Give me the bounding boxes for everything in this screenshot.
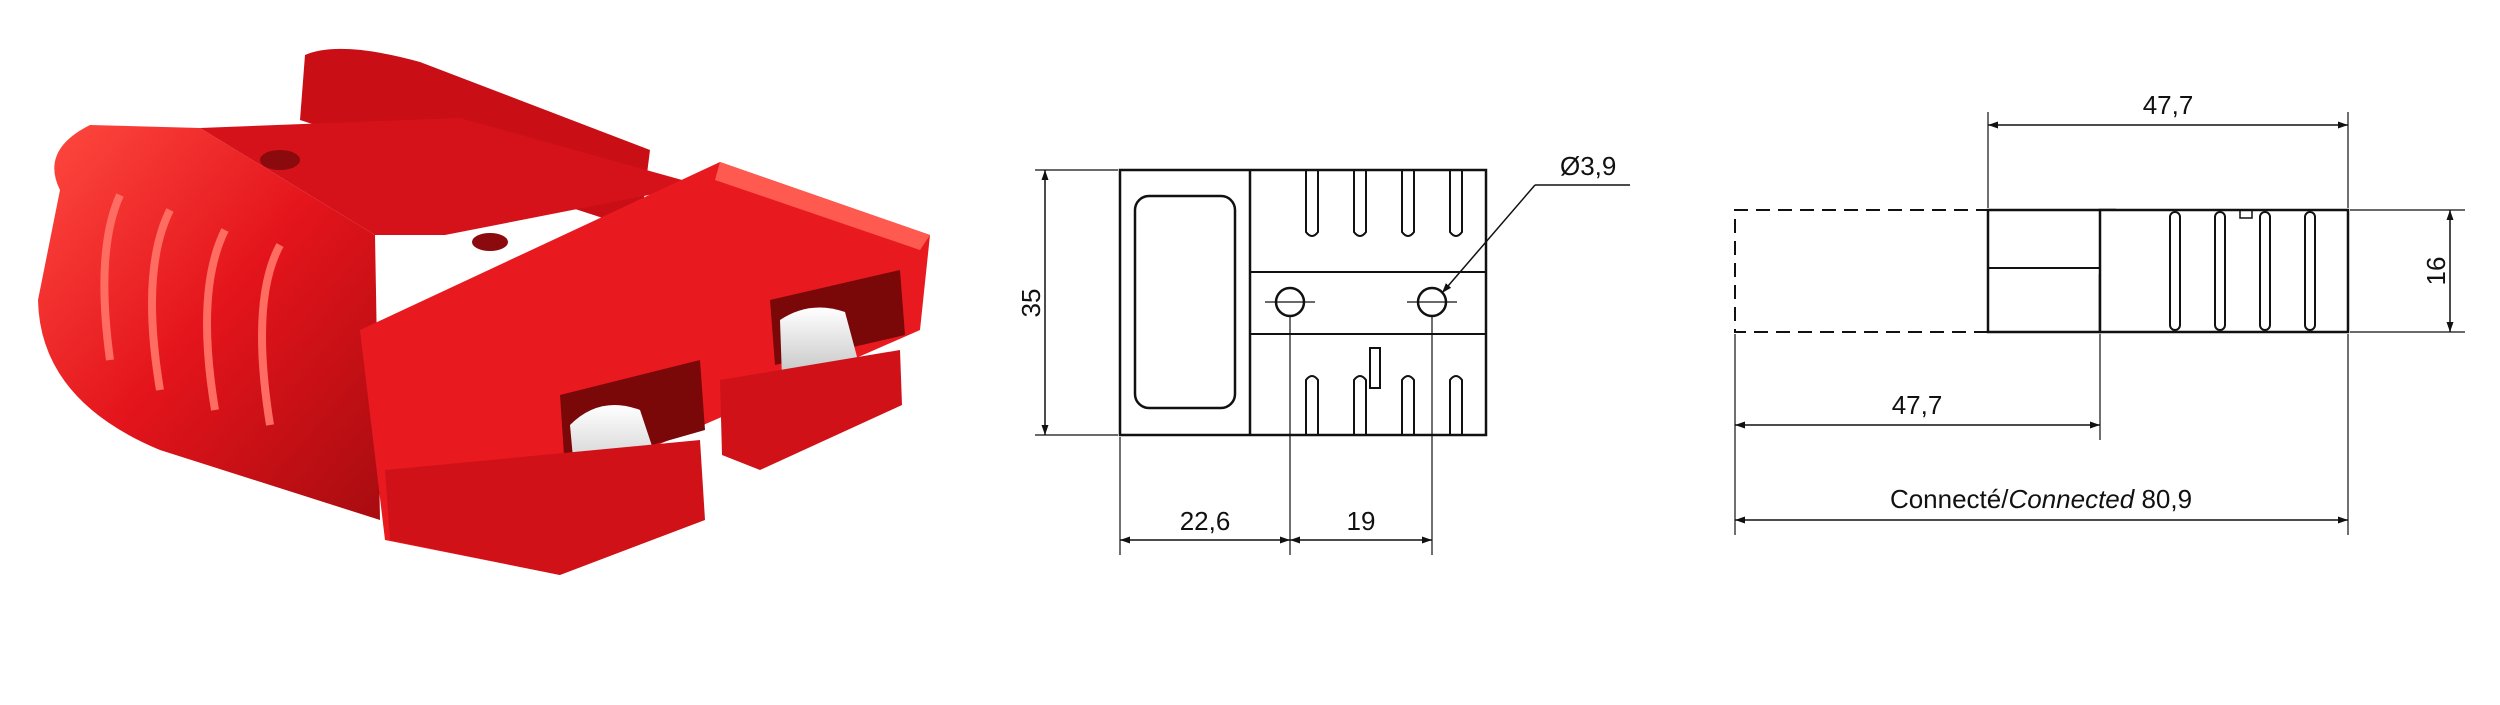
front-view: 35 22,6 19 Ø3,9 xyxy=(1016,151,1630,555)
connector-3d-render xyxy=(38,48,930,575)
dim-width-19: 19 xyxy=(1347,506,1376,536)
dim-height-35: 35 xyxy=(1016,289,1046,318)
front-window xyxy=(1133,194,1237,410)
dim-hole-diameter: Ø3,9 xyxy=(1560,151,1616,181)
mated-connector-outline xyxy=(1734,209,2100,333)
side-view: 47,7 16 47,7 Connecté/Connected 80,9 xyxy=(1734,90,2465,535)
dim-width-22-6: 22,6 xyxy=(1180,506,1231,536)
dim-connected-80-9: Connecté/Connected 80,9 xyxy=(1890,484,2192,514)
dim-mid-47-7: 47,7 xyxy=(1892,390,1943,420)
dim-top-47-7: 47,7 xyxy=(2143,90,2194,120)
dim-height-16: 16 xyxy=(2421,257,2451,286)
